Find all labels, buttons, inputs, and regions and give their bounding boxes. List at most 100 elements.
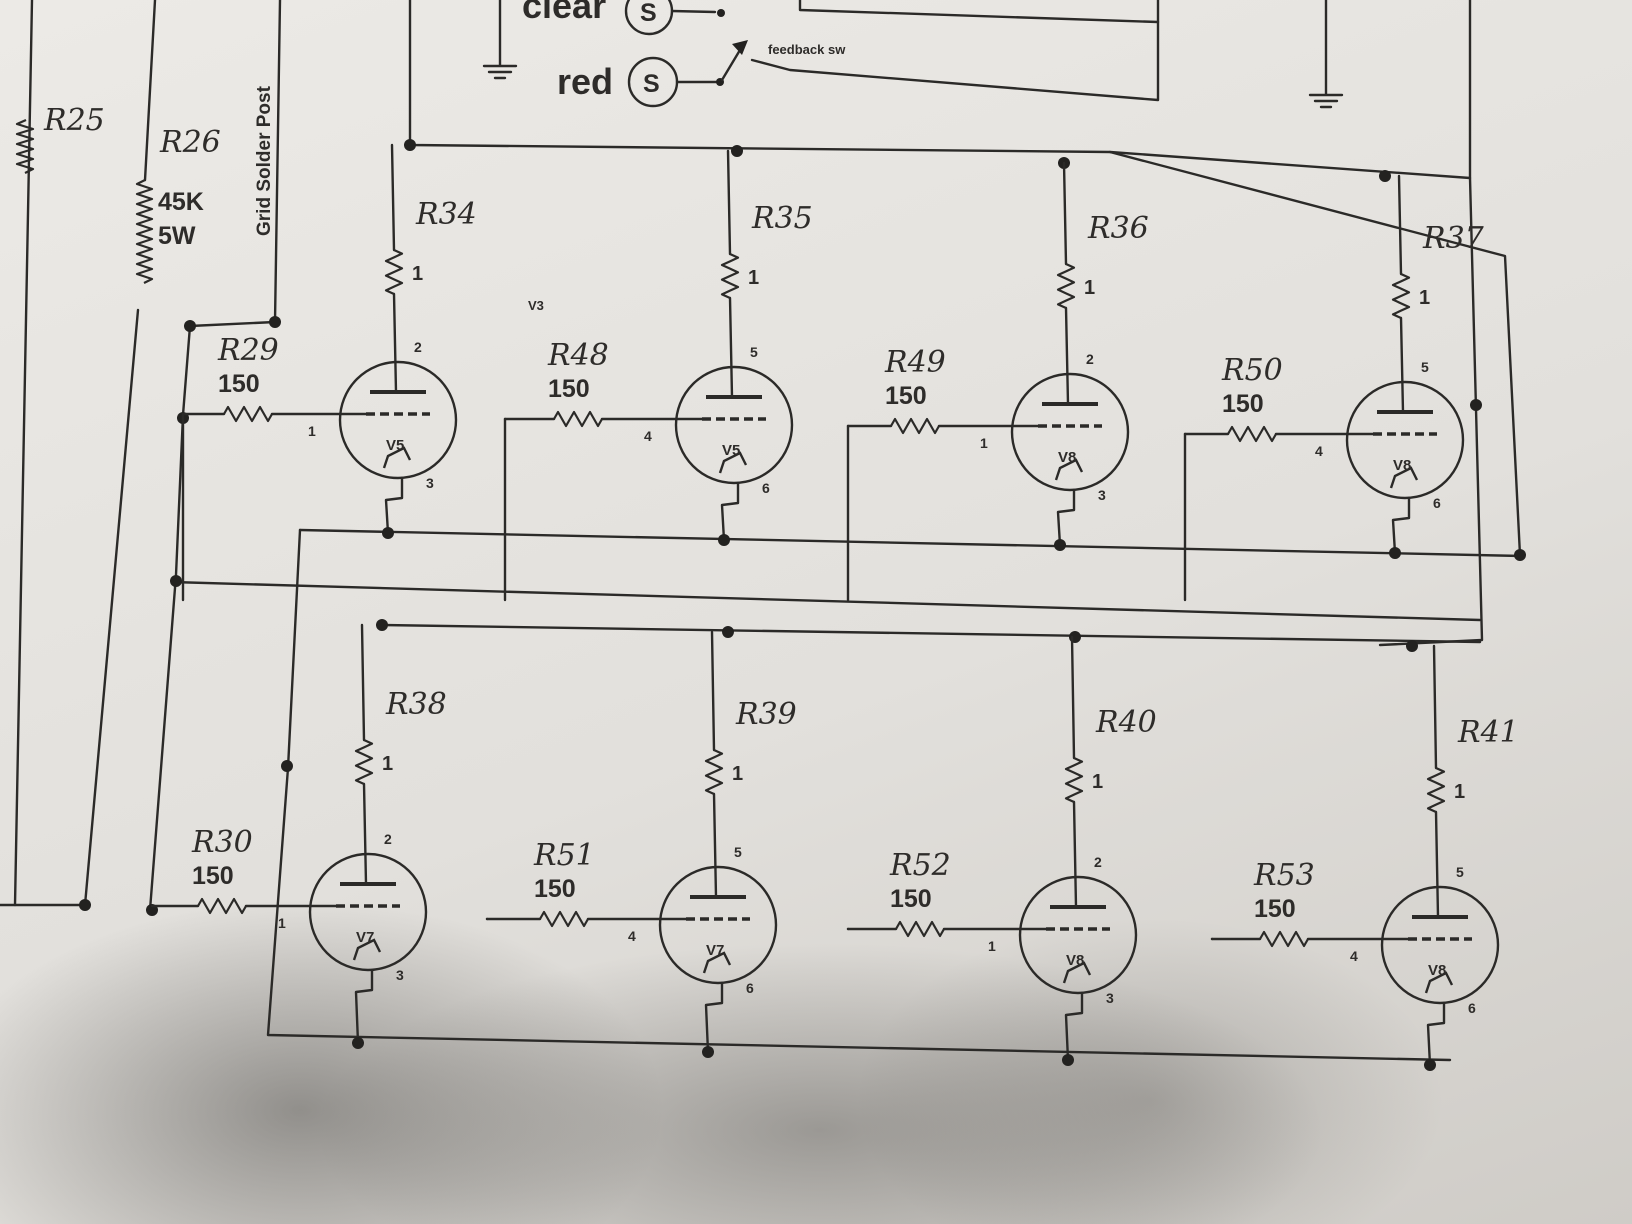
plate-resistor xyxy=(384,249,404,295)
cathode-pin: 6 xyxy=(762,480,770,496)
tube-label: V8 xyxy=(1066,952,1084,969)
grid-pin: 4 xyxy=(1315,443,1323,459)
junction-dot xyxy=(1406,640,1418,652)
grid-resistor xyxy=(895,920,945,938)
plate-resistor-name: R39 xyxy=(735,697,797,732)
plate-lead xyxy=(1432,644,1438,770)
plate-lead xyxy=(726,149,732,256)
plate-resistor-name: R40 xyxy=(1095,705,1157,740)
r26-power: 5W xyxy=(158,222,196,250)
grid-resistor-name: R51 xyxy=(533,838,595,873)
r26-resistor xyxy=(135,179,154,284)
grid-resistor-value: 150 xyxy=(890,885,932,913)
plate-lead xyxy=(1064,306,1070,406)
clear-switch-lead xyxy=(670,9,717,14)
clear-switch-contact xyxy=(717,9,725,17)
plate-lead xyxy=(392,292,398,394)
grid-resistor xyxy=(223,405,273,423)
r25-label: R25 xyxy=(43,103,105,138)
plate-lead xyxy=(362,782,368,886)
vacuum-tube-icon xyxy=(658,865,778,985)
plate-resistor-value: 1 xyxy=(732,763,743,785)
tube-label: V5 xyxy=(722,442,740,459)
plate-pin: 2 xyxy=(414,339,422,355)
grid-pin: 4 xyxy=(1350,948,1358,964)
tube-heater xyxy=(702,951,732,974)
feedback-top-wire xyxy=(798,0,1160,24)
feedback-wire xyxy=(750,0,1160,102)
junction-dot xyxy=(352,1037,364,1049)
cathode-lead xyxy=(704,981,724,1054)
grid-resistor xyxy=(890,417,940,435)
tube-heater xyxy=(1062,961,1092,984)
vacuum-tube-icon xyxy=(1010,372,1130,492)
grid-resistor-value: 150 xyxy=(192,862,234,890)
junction-dot xyxy=(1062,1054,1074,1066)
plate-resistor xyxy=(1064,757,1084,804)
plate-lead xyxy=(1434,810,1440,919)
tube-label: V8 xyxy=(1393,457,1411,474)
tube-label: V5 xyxy=(386,437,404,454)
cathode-pin: 3 xyxy=(1106,990,1114,1006)
tube-label: V8 xyxy=(1058,449,1076,466)
junction-dot xyxy=(1389,547,1401,559)
grid-resistor-value: 150 xyxy=(1222,390,1264,418)
plate-resistor-value: 1 xyxy=(1419,287,1430,309)
feedback-label: feedback sw xyxy=(768,42,846,57)
vacuum-tube-icon xyxy=(674,365,794,485)
plate-lead xyxy=(360,623,366,742)
plate-resistor xyxy=(1426,767,1446,814)
feedback-switch-arm xyxy=(720,48,742,82)
plate-lead xyxy=(1399,316,1405,414)
cathode-pin: 6 xyxy=(1468,1000,1476,1016)
plate-lead xyxy=(390,143,396,252)
grid-resistor-value: 150 xyxy=(534,875,576,903)
grid-resistor xyxy=(553,410,603,428)
cathode-pin: 3 xyxy=(1098,487,1106,503)
plate-resistor-name: R35 xyxy=(751,201,813,236)
tube-label: V7 xyxy=(706,942,724,959)
plate-pin: 5 xyxy=(1456,864,1464,880)
plate-pin: 5 xyxy=(1421,359,1429,375)
vacuum-tube-icon xyxy=(338,360,458,480)
plate-resistor xyxy=(720,253,740,299)
junction-dot xyxy=(404,139,416,151)
grid-resistor-name: R48 xyxy=(547,338,609,373)
junction-dot xyxy=(269,316,281,328)
cathode-lead xyxy=(1056,488,1076,547)
junction-dot xyxy=(1054,539,1066,551)
grid-resistor-name: R52 xyxy=(889,848,951,883)
vacuum-tube-icon xyxy=(308,852,428,972)
plate-pin: 5 xyxy=(734,844,742,860)
v3-note: V3 xyxy=(528,298,544,313)
junction-dot xyxy=(281,760,293,772)
r26-value: 45K xyxy=(158,188,204,216)
cathode-pin: 6 xyxy=(746,980,754,996)
tube-heater xyxy=(718,451,748,474)
grid-pin: 4 xyxy=(644,428,652,444)
plate-resistor-value: 1 xyxy=(1454,781,1465,803)
grid-resistor xyxy=(1227,425,1277,443)
plate-resistor-value: 1 xyxy=(1092,771,1103,793)
cathode-lead xyxy=(720,481,740,542)
red-switch-symbol: S xyxy=(643,70,660,98)
plate-pin: 2 xyxy=(1086,351,1094,367)
cathode-pin: 3 xyxy=(396,967,404,983)
bplus-right-drop xyxy=(1108,150,1522,557)
grid-resistor xyxy=(1259,930,1309,948)
plate-resistor-name: R36 xyxy=(1087,211,1149,246)
cathode-bus-left xyxy=(266,528,1452,1062)
bplus-rail-lower xyxy=(380,623,1482,644)
plate-pin: 2 xyxy=(384,831,392,847)
clear-switch-symbol: S xyxy=(640,0,657,27)
plate-resistor xyxy=(1056,263,1076,309)
cathode-bus-top xyxy=(298,528,1524,558)
grid-resistor-value: 150 xyxy=(1254,895,1296,923)
plate-resistor-value: 1 xyxy=(382,753,393,775)
plate-resistor xyxy=(1391,273,1411,319)
plate-lead xyxy=(1397,174,1403,276)
tube-label: V8 xyxy=(1428,962,1446,979)
ground-symbol-left xyxy=(482,0,518,80)
